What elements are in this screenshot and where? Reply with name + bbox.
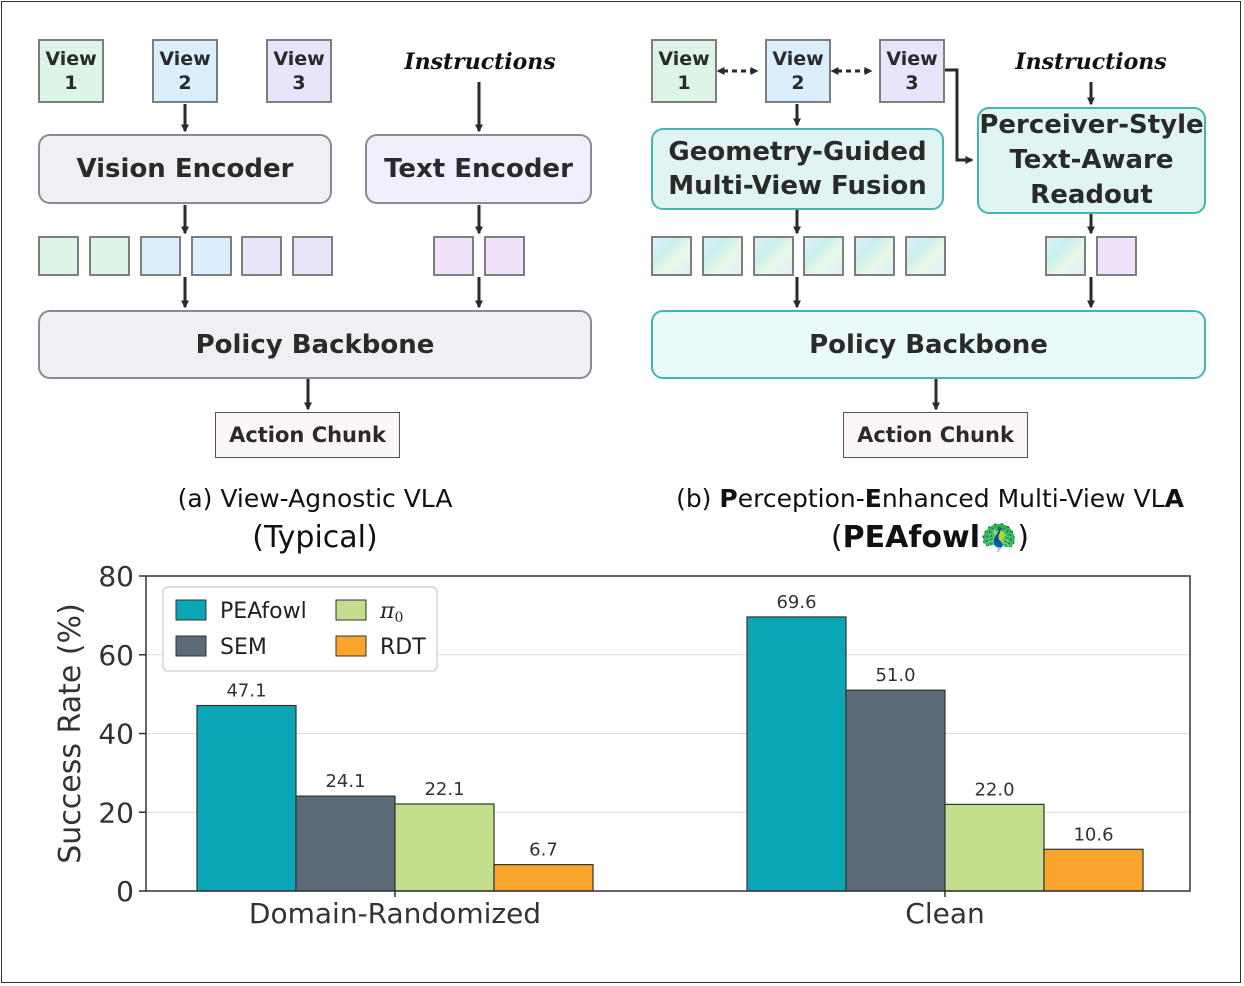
bar-sem-0: [295, 795, 396, 892]
token-text-b: [484, 236, 525, 276]
bar-value-label: 51.0: [875, 665, 915, 686]
caption-b-line1: (b) Perception-Enhanced Multi-View VLA: [630, 484, 1230, 513]
action-chunk-box-a: Action Chunk: [215, 412, 400, 458]
bar-0-0: [394, 803, 495, 892]
token-fused-3: [753, 236, 794, 276]
legend-label: PEAfowl: [220, 599, 307, 624]
bar-value-label: 6.7: [529, 840, 558, 861]
bar-peafowl-0: [196, 704, 297, 892]
y-tick-label: 60: [98, 639, 134, 672]
legend-label: π0: [379, 599, 403, 626]
legend-swatch-peafowl: [175, 599, 207, 621]
caption-a-line2: (Typical): [252, 520, 378, 555]
peacock-icon: 🦚: [980, 520, 1018, 555]
token-fused-2: [702, 236, 743, 276]
bar-value-label: 47.1: [226, 681, 266, 702]
token-readout-b: [1096, 236, 1137, 276]
bar-rdt-0: [493, 864, 594, 892]
instructions-label-a: Instructions: [404, 49, 556, 75]
arrow-view3-to-readout: [945, 68, 974, 164]
legend-box: [162, 586, 438, 672]
caption-b-name: PEAfowl: [842, 520, 980, 555]
caption-b-mid1: erception-: [737, 484, 865, 513]
action-chunk-box-b: Action Chunk: [843, 412, 1028, 458]
caption-b-p: P: [719, 484, 738, 513]
token-fused-6: [905, 236, 946, 276]
legend-label: SEM: [220, 635, 267, 660]
bar-value-label: 24.1: [325, 771, 365, 792]
bar-rdt-1: [1043, 848, 1144, 892]
view-1-box-b: View 1: [651, 39, 717, 103]
legend-swatch-sem: [175, 635, 207, 657]
legend-label: RDT: [380, 635, 426, 660]
view-3-box-a: View 3: [266, 39, 332, 103]
caption-b-open: (: [830, 520, 843, 555]
legend-swatch-0: [335, 599, 367, 621]
instructions-label-b: Instructions: [1015, 49, 1167, 75]
bar-value-label: 69.6: [776, 592, 816, 613]
bar-peafowl-1: [746, 616, 847, 892]
plot-frame: [145, 575, 1191, 892]
policy-backbone-box-a: Policy Backbone: [38, 310, 592, 379]
view-2-box-a: View 2: [152, 39, 218, 103]
y-tick-label: 40: [98, 718, 134, 751]
view-3-box-b: View 3: [879, 39, 945, 103]
caption-b-mid2: nhanced Multi-View VL: [881, 484, 1165, 513]
bar-value-label: 22.0: [974, 779, 1014, 800]
view-1-box-a: View 1: [38, 39, 104, 103]
caption-b-e: E: [864, 484, 882, 513]
bar-sem-1: [845, 689, 946, 892]
y-axis-label: Success Rate (%): [53, 603, 88, 864]
y-tick-label: 0: [116, 875, 134, 908]
token-view1-b: [89, 236, 130, 276]
token-view2-b: [191, 236, 232, 276]
bar-value-label: 22.1: [424, 779, 464, 800]
caption-b-close: ): [1017, 520, 1030, 555]
y-tick-label: 80: [98, 560, 134, 593]
policy-backbone-box-b: Policy Backbone: [651, 310, 1206, 379]
perceiver-readout-box: Perceiver-Style Text-Aware Readout: [977, 107, 1206, 214]
token-view1-a: [38, 236, 79, 276]
legend-swatch-rdt: [335, 635, 367, 657]
bar-0-1: [944, 803, 1045, 892]
caption-b-line2: (PEAfowl🦚): [630, 520, 1230, 555]
token-readout-a: [1045, 236, 1086, 276]
text-encoder-box: Text Encoder: [365, 134, 592, 204]
view-2-box-b: View 2: [765, 39, 831, 103]
token-view3-a: [241, 236, 282, 276]
y-tick-label: 20: [98, 796, 134, 829]
token-view3-b: [292, 236, 333, 276]
token-view2-a: [140, 236, 181, 276]
caption-a-line1: (a) View-Agnostic VLA: [177, 484, 453, 513]
geometry-guided-fusion-box: Geometry-Guided Multi-View Fusion: [651, 128, 944, 210]
token-fused-4: [803, 236, 844, 276]
x-tick-label: Clean: [905, 897, 984, 930]
token-fused-1: [651, 236, 692, 276]
caption-b-a: A: [1164, 484, 1184, 513]
x-tick-label: Domain-Randomized: [249, 897, 541, 930]
caption-b-prefix: (b): [676, 484, 720, 513]
vision-encoder-box: Vision Encoder: [38, 134, 332, 204]
token-text-a: [433, 236, 474, 276]
token-fused-5: [854, 236, 895, 276]
bar-value-label: 10.6: [1073, 824, 1113, 845]
